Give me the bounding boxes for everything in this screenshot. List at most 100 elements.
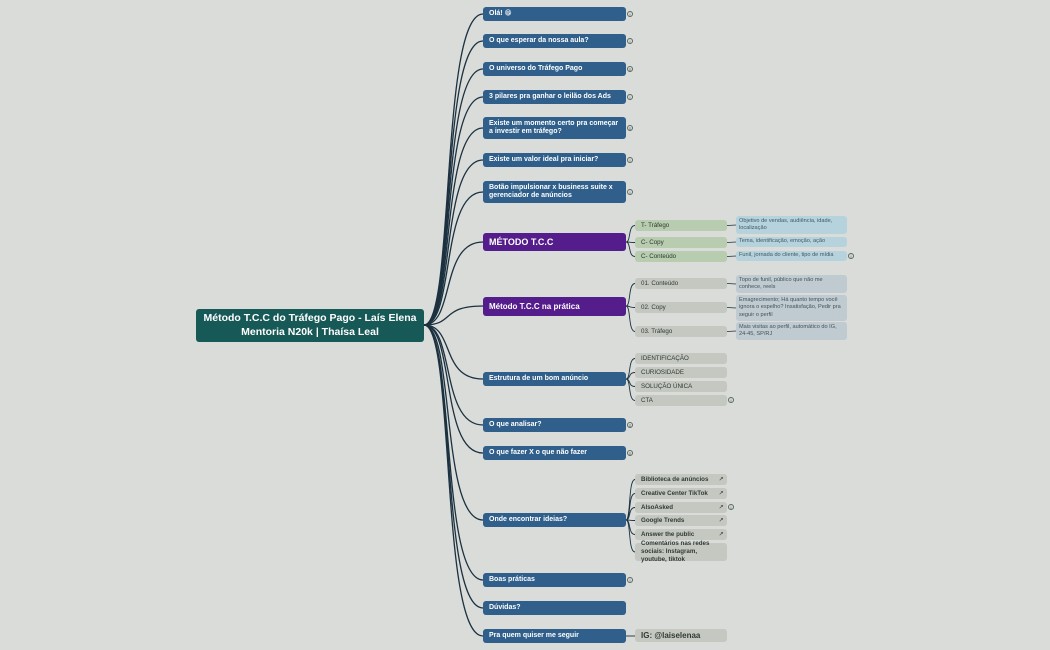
external-link-icon[interactable]: ↗: [718, 517, 724, 524]
topic-onde-ideias[interactable]: Onde encontrar ideias?: [483, 513, 626, 527]
instagram-handle[interactable]: IG: @laiselenaa: [635, 629, 727, 642]
estrutura-label: CURIOSIDADE: [641, 368, 684, 376]
detail-connector: [726, 307, 737, 309]
instagram-handle-text: IG: @laiselenaa: [641, 630, 701, 640]
root-title-line2: Mentoria N20k | Thaísa Leal: [241, 325, 379, 338]
note-badge-icon[interactable]: i: [728, 397, 734, 403]
pratica-trafego[interactable]: 03. Tráfego: [635, 326, 727, 337]
external-link-icon[interactable]: ↗: [718, 504, 724, 511]
pratica-conteudo-detail[interactable]: Topo de funil, público que não me conhec…: [736, 275, 847, 293]
metodo-trafego[interactable]: T- Tráfego: [635, 220, 727, 231]
topic-label: Existe um momento certo pra começar a in…: [489, 119, 619, 135]
ideia-creative-center[interactable]: Creative Center TikTok ↗: [635, 488, 727, 499]
topic-label: Método T.C.C na prática: [489, 301, 580, 311]
detail-connector: [726, 283, 737, 285]
detail-text: Topo de funil, público que não me conhec…: [739, 276, 823, 290]
ideia-label: Creative Center TikTok: [641, 489, 708, 497]
detail-text: Emagrecimento; Há quanto tempo você igno…: [739, 297, 841, 318]
topic-boas-praticas[interactable]: Boas práticas: [483, 573, 626, 587]
topic-universo-trafego[interactable]: O universo do Tráfego Pago: [483, 62, 626, 76]
detail-text: Objetivo de vendas, audiência, idade, lo…: [739, 217, 833, 231]
detail-connector: [726, 330, 737, 332]
external-link-icon[interactable]: ↗: [718, 490, 724, 497]
topic-connector: [423, 68, 484, 326]
topic-connector: [423, 127, 484, 326]
note-badge-icon[interactable]: ≡: [627, 66, 633, 72]
topic-me-seguir[interactable]: Pra quem quiser me seguir: [483, 629, 626, 643]
topic-ola[interactable]: Olá! 😁: [483, 7, 626, 21]
branch-connector: [625, 358, 636, 380]
topic-connector: [423, 40, 484, 326]
note-badge-icon[interactable]: i: [627, 577, 633, 583]
metodo-trafego-detail[interactable]: Objetivo de vendas, audiência, idade, lo…: [736, 216, 847, 234]
topic-duvidas[interactable]: Dúvidas?: [483, 601, 626, 615]
metodo-copy-detail[interactable]: Tema, identificação, emoção, ação: [736, 237, 847, 247]
topic-label: MÉTODO T.C.C: [489, 236, 554, 247]
branch-connector: [625, 519, 636, 553]
metodo-copy[interactable]: C- Copy: [635, 237, 727, 248]
pratica-copy[interactable]: 02. Copy: [635, 302, 727, 313]
pratica-conteudo[interactable]: 01. Conteúdo: [635, 278, 727, 289]
ideia-comentarios-redes[interactable]: Comentários nas redes sociais: Instagram…: [635, 540, 727, 563]
topic-fazer-nao-fazer[interactable]: O que fazer X o que não fazer: [483, 446, 626, 460]
estrutura-solucao-unica[interactable]: SOLUÇÃO ÚNICA: [635, 381, 727, 392]
topic-label: Pra quem quiser me seguir: [489, 631, 579, 639]
topic-label: Botão impulsionar x business suite x ger…: [489, 183, 613, 199]
metodo-label: C- Copy: [641, 238, 664, 246]
topic-estrutura-anuncio[interactable]: Estrutura de um bom anúncio: [483, 372, 626, 386]
estrutura-identificacao[interactable]: IDENTIFICAÇÃO: [635, 353, 727, 364]
ideia-biblioteca-anuncios[interactable]: Biblioteca de anúncios ↗: [635, 474, 727, 485]
ideia-label: Google Trends: [641, 516, 685, 524]
note-badge-icon[interactable]: i: [728, 504, 734, 510]
note-badge-icon[interactable]: i: [627, 189, 633, 195]
estrutura-cta[interactable]: CTA: [635, 395, 727, 406]
metodo-conteudo-detail[interactable]: Funil, jornada do cliente, tipo de mídia: [736, 251, 847, 261]
topic-metodo-tcc[interactable]: MÉTODO T.C.C: [483, 233, 626, 251]
pratica-trafego-detail[interactable]: Mais visitas ao perfil, automático do IG…: [736, 322, 847, 340]
topic-momento-certo[interactable]: Existe um momento certo pra começar a in…: [483, 117, 626, 139]
note-badge-icon[interactable]: i: [627, 94, 633, 100]
topic-connector: [423, 305, 484, 326]
topic-label: Existe um valor ideal pra iniciar?: [489, 155, 599, 163]
estrutura-curiosidade[interactable]: CURIOSIDADE: [635, 367, 727, 378]
detail-text: Mais visitas ao perfil, automático do IG…: [739, 323, 837, 337]
ideia-label: Comentários nas redes sociais: Instagram…: [641, 540, 710, 563]
topic-metodo-pratica[interactable]: Método T.C.C na prática: [483, 297, 626, 316]
topic-label: Estrutura de um bom anúncio: [489, 374, 589, 382]
note-badge-icon[interactable]: ≡: [627, 422, 633, 428]
ideia-answer-public[interactable]: Answer the public↗: [635, 529, 727, 540]
note-badge-icon[interactable]: i: [627, 38, 633, 44]
root-node[interactable]: Método T.C.C do Tráfego Pago - Laís Elen…: [196, 309, 424, 342]
note-badge-icon[interactable]: ≡: [627, 125, 633, 131]
topic-connector: [423, 191, 484, 326]
ideia-label: Biblioteca de anúncios: [641, 475, 709, 483]
topic-connector: [423, 324, 484, 380]
note-badge-icon[interactable]: ≡: [627, 450, 633, 456]
branch-connector: [625, 225, 636, 243]
topic-3-pilares[interactable]: 3 pilares pra ganhar o leilão dos Ads: [483, 90, 626, 104]
ideia-alsoasked[interactable]: AlsoAsked↗: [635, 502, 727, 513]
branch-connector: [625, 378, 636, 401]
branch-connector: [625, 493, 636, 521]
note-badge-icon[interactable]: i: [627, 157, 633, 163]
topic-o-que-esperar[interactable]: O que esperar da nossa aula?: [483, 34, 626, 48]
topic-o-que-analisar[interactable]: O que analisar?: [483, 418, 626, 432]
topic-valor-ideal[interactable]: Existe um valor ideal pra iniciar?: [483, 153, 626, 167]
external-link-icon[interactable]: ↗: [718, 476, 724, 483]
estrutura-label: SOLUÇÃO ÚNICA: [641, 382, 693, 390]
metodo-label: C- Conteúdo: [641, 252, 677, 260]
topic-botao-impulsionar[interactable]: Botão impulsionar x business suite x ger…: [483, 181, 626, 203]
pratica-copy-detail[interactable]: Emagrecimento; Há quanto tempo você igno…: [736, 295, 847, 321]
external-link-icon[interactable]: ↗: [718, 531, 724, 538]
detail-text: Tema, identificação, emoção, ação: [739, 238, 826, 245]
detail-connector: [726, 224, 737, 226]
note-badge-icon[interactable]: i: [627, 11, 633, 17]
note-badge-icon[interactable]: i: [848, 253, 854, 259]
topic-label: O que fazer X o que não fazer: [489, 448, 588, 456]
pratica-label: 03. Tráfego: [641, 327, 673, 335]
ideia-google-trends[interactable]: Google Trends ↗: [635, 515, 727, 526]
branch-connector: [625, 241, 636, 257]
metodo-conteudo[interactable]: C- Conteúdo: [635, 251, 727, 262]
